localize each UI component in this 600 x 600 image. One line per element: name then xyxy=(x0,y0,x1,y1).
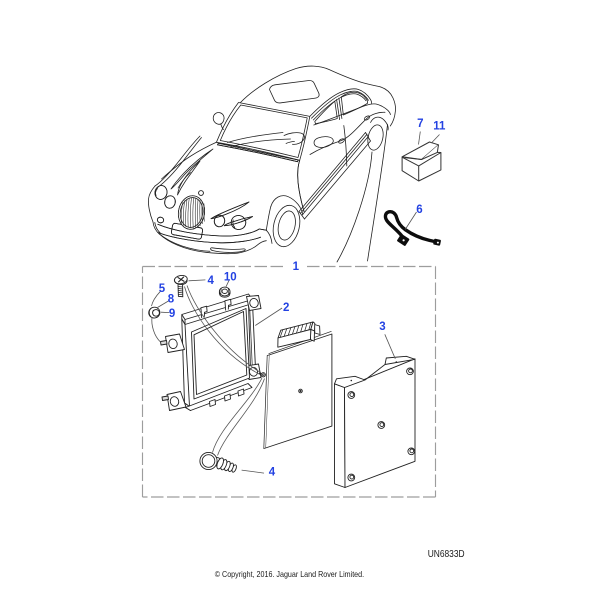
svg-text:4: 4 xyxy=(269,466,276,478)
svg-text:11: 11 xyxy=(433,121,446,133)
svg-text:UN6833D: UN6833D xyxy=(428,549,465,560)
svg-text:9: 9 xyxy=(169,308,175,320)
svg-text:© Copyright, 2016. Jaguar Land: © Copyright, 2016. Jaguar Land Rover Lim… xyxy=(215,569,364,579)
svg-text:1: 1 xyxy=(293,261,300,273)
svg-text:6: 6 xyxy=(416,204,422,216)
svg-text:4: 4 xyxy=(207,275,214,287)
svg-text:8: 8 xyxy=(168,293,175,305)
svg-text:5: 5 xyxy=(159,283,166,295)
svg-text:7: 7 xyxy=(417,118,423,130)
svg-text:3: 3 xyxy=(379,321,385,333)
svg-text:2: 2 xyxy=(283,302,289,314)
svg-text:10: 10 xyxy=(224,271,237,283)
